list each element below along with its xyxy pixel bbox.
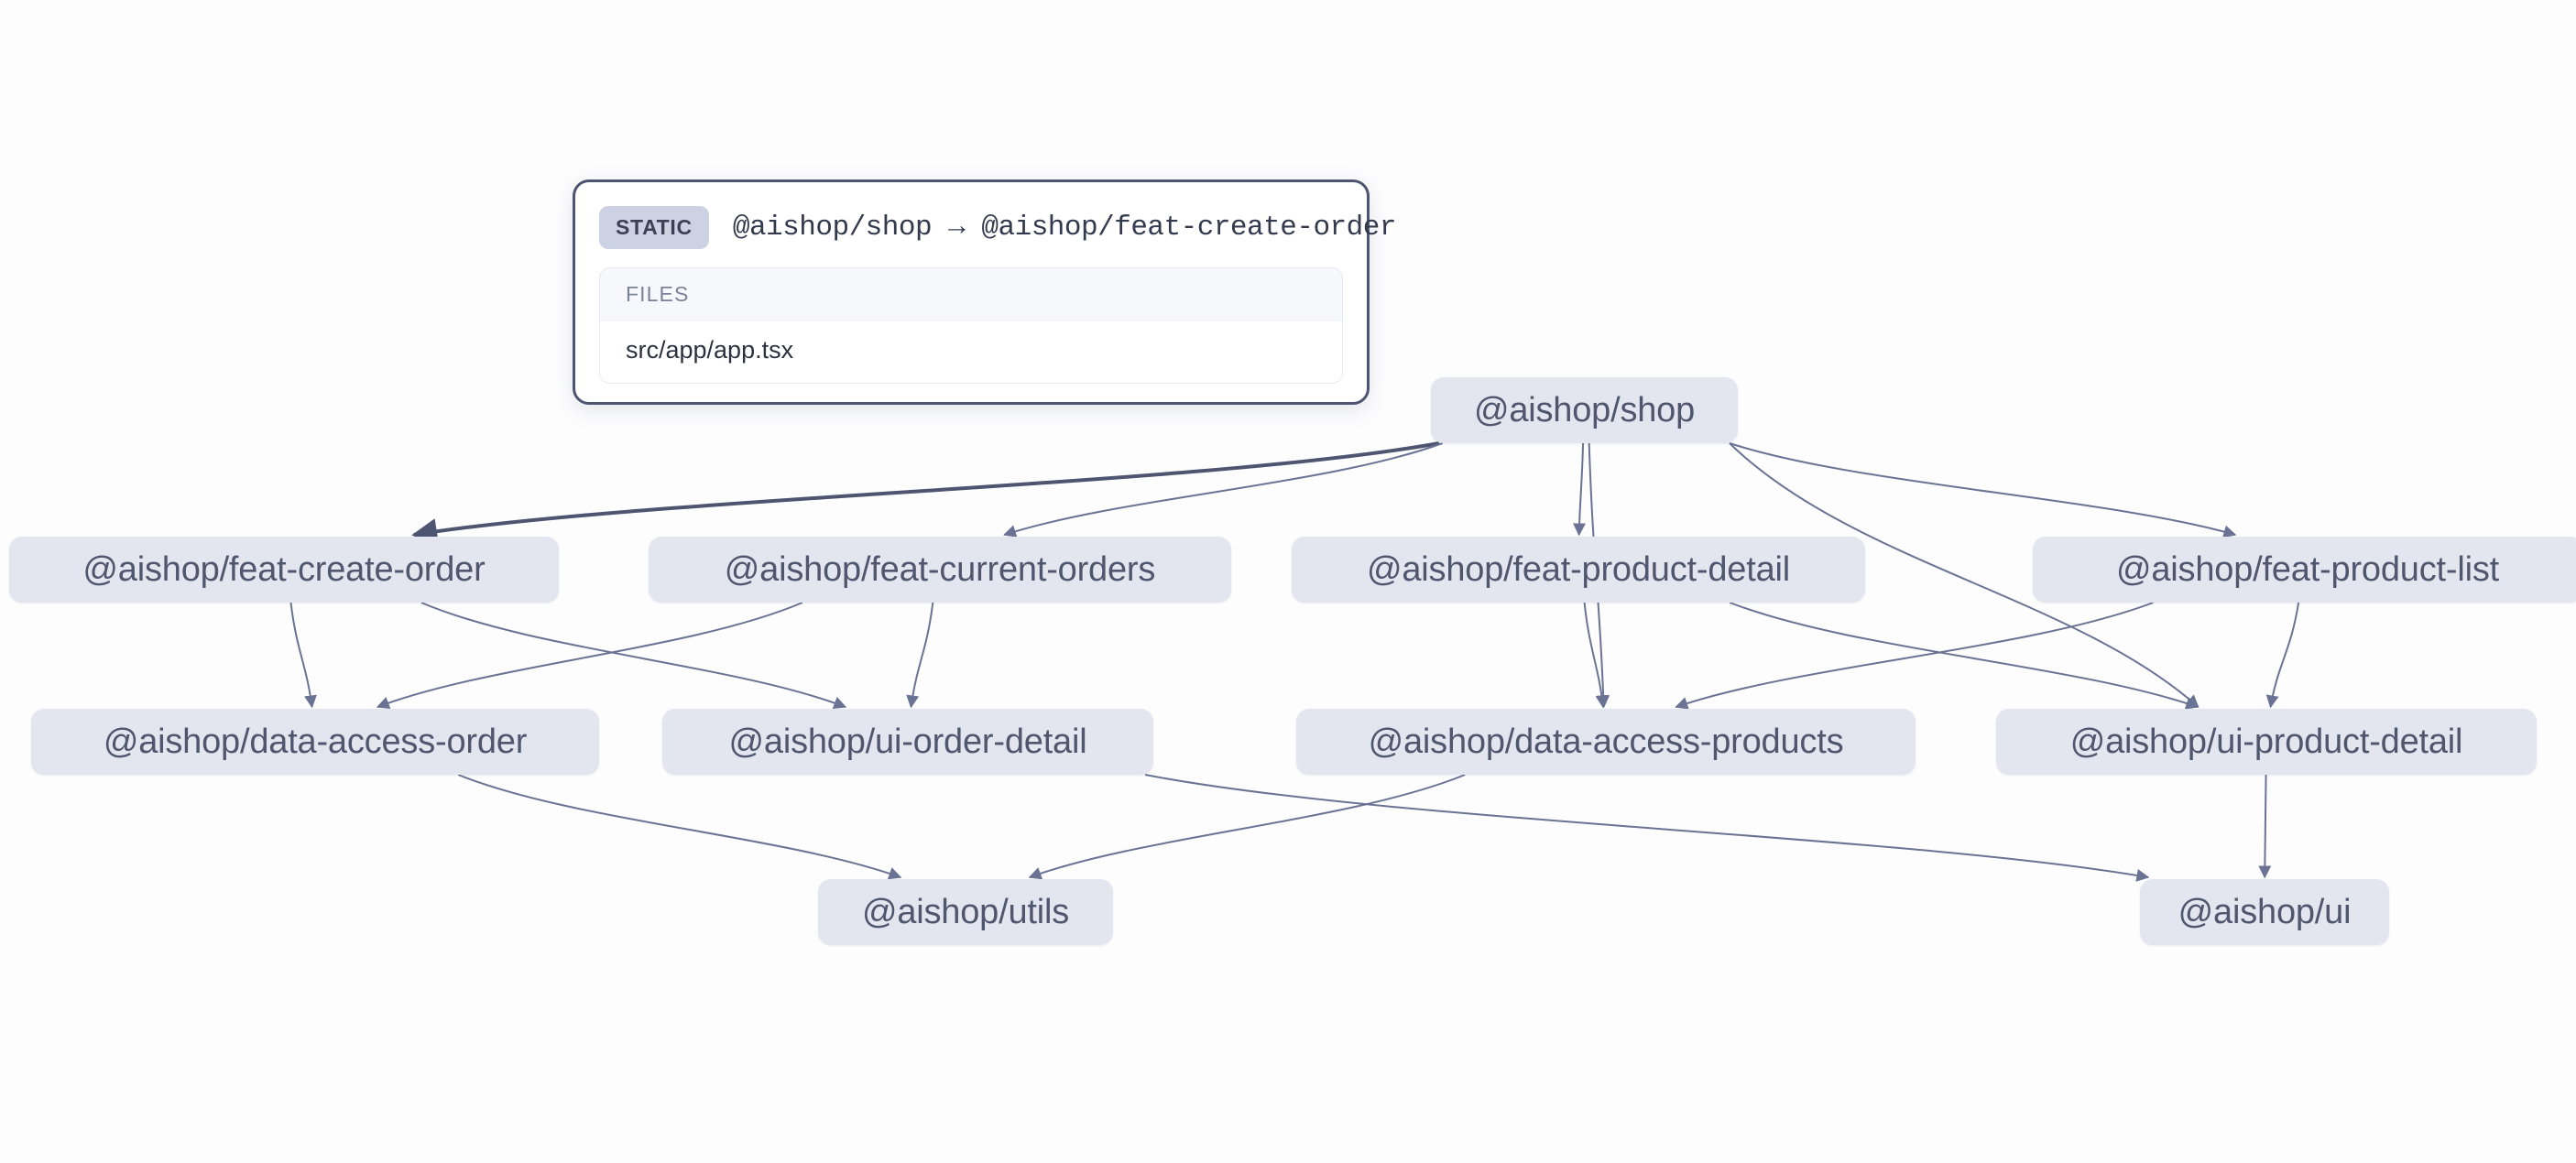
graph-node-feat-current-orders[interactable]: @aishop/feat-current-orders — [649, 537, 1231, 603]
tooltip-header: STATIC @aishop/shop → @aishop/feat-creat… — [599, 206, 1396, 249]
graph-edge-data-access-products-to-utils[interactable] — [1028, 774, 1466, 880]
graph-node-feat-product-detail[interactable]: @aishop/feat-product-detail — [1292, 537, 1865, 603]
graph-edge-feat-product-list-to-ui-product-detail[interactable] — [2265, 602, 2300, 709]
graph-edge-shop-to-feat-current-orders[interactable] — [1003, 442, 1444, 538]
graph-node-ui[interactable]: @aishop/ui — [2140, 879, 2389, 945]
dependency-path-label: @aishop/shop → @aishop/feat-create-order — [732, 212, 1397, 244]
graph-node-data-access-products[interactable]: @aishop/data-access-products — [1296, 709, 1916, 775]
graph-edge-feat-product-detail-to-ui-product-detail[interactable] — [1729, 602, 2199, 710]
graph-edge-feat-current-orders-to-data-access-order[interactable] — [376, 602, 803, 710]
graph-edge-shop-to-feat-create-order[interactable] — [411, 441, 1440, 544]
graph-edge-ui-order-detail-to-ui[interactable] — [1144, 774, 2150, 882]
graph-edge-feat-product-detail-to-data-access-products[interactable] — [1583, 602, 1609, 709]
graph-edge-feat-product-list-to-data-access-products[interactable] — [1675, 602, 2154, 710]
graph-edge-feat-create-order-to-data-access-order[interactable] — [289, 602, 317, 709]
graph-edge-data-access-order-to-utils[interactable] — [457, 774, 902, 880]
static-badge: STATIC — [599, 206, 709, 249]
files-list: src/app/app.tsx — [600, 321, 1342, 383]
graph-node-ui-order-detail[interactable]: @aishop/ui-order-detail — [662, 709, 1153, 775]
dependency-tooltip-card[interactable]: STATIC @aishop/shop → @aishop/feat-creat… — [573, 179, 1396, 405]
files-panel: FILES src/app/app.tsx — [599, 267, 1343, 384]
graph-edge-shop-to-feat-product-detail[interactable] — [1573, 442, 1587, 537]
file-row[interactable]: src/app/app.tsx — [600, 321, 1342, 383]
graph-node-ui-product-detail[interactable]: @aishop/ui-product-detail — [1996, 709, 2537, 775]
graph-edge-feat-create-order-to-ui-order-detail[interactable] — [420, 602, 847, 710]
graph-node-feat-create-order[interactable]: @aishop/feat-create-order — [9, 537, 559, 603]
graph-edge-feat-current-orders-to-ui-order-detail[interactable] — [906, 602, 934, 709]
graph-node-shop[interactable]: @aishop/shop — [1431, 377, 1738, 443]
graph-node-utils[interactable]: @aishop/utils — [818, 879, 1113, 945]
graph-node-data-access-order[interactable]: @aishop/data-access-order — [31, 709, 599, 775]
graph-edge-shop-to-feat-product-list[interactable] — [1729, 442, 2237, 538]
files-section-header: FILES — [600, 268, 1342, 321]
graph-node-feat-product-list[interactable]: @aishop/feat-product-list — [2033, 537, 2576, 603]
